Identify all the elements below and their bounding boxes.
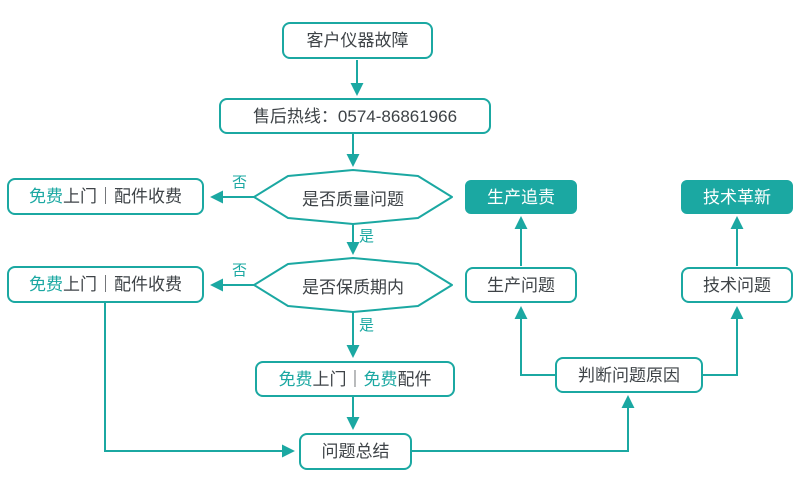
free-label-end: 配件 <box>397 369 432 389</box>
decision-quality-shape <box>253 169 453 225</box>
edge-label-warranty-yes: 是 <box>359 317 375 334</box>
free-label-mid: 上门｜ <box>312 369 364 389</box>
node-free-visit-paid-parts-top: 免费上门｜配件收费 <box>7 178 204 215</box>
node-hotline: 售后热线：0574-86861966 <box>219 98 491 134</box>
node-problem-summary: 问题总结 <box>299 433 412 470</box>
node-technical-problem: 技术问题 <box>681 267 793 303</box>
node-free-visit-free-parts: 免费上门｜免费配件 <box>255 361 455 397</box>
edge-judge-to-production <box>514 306 555 376</box>
edge-label-warranty-no: 否 <box>232 262 248 279</box>
node-decision-warranty-label: 是否保质期内 <box>302 277 404 297</box>
edge-label-quality-yes: 是 <box>359 228 375 245</box>
free-label-accent: 免费 <box>278 369 313 389</box>
free-label-accent: 免费 <box>29 275 63 294</box>
free-label-accent2: 免费 <box>363 369 398 389</box>
edge-summary-to-judge <box>412 395 635 452</box>
free-label-rest: 上门｜配件收费 <box>63 275 182 294</box>
node-production-problem: 生产问题 <box>465 267 577 303</box>
free-label-rest: 上门｜配件收费 <box>63 187 182 206</box>
decision-warranty-shape <box>253 257 453 313</box>
edge-paidparts-to-summary <box>104 303 295 458</box>
node-technical-innovation: 技术革新 <box>681 180 793 214</box>
node-customer-fault: 客户仪器故障 <box>282 22 433 59</box>
free-label-accent: 免费 <box>29 187 63 206</box>
edge-label-quality-no: 否 <box>232 174 248 191</box>
node-free-visit-paid-parts-bottom: 免费上门｜配件收费 <box>7 266 204 303</box>
node-production-accountability: 生产追责 <box>465 180 577 214</box>
node-judge-cause: 判断问题原因 <box>555 357 703 393</box>
edge-judge-to-technical <box>703 306 744 376</box>
node-decision-quality-label: 是否质量问题 <box>302 189 404 209</box>
